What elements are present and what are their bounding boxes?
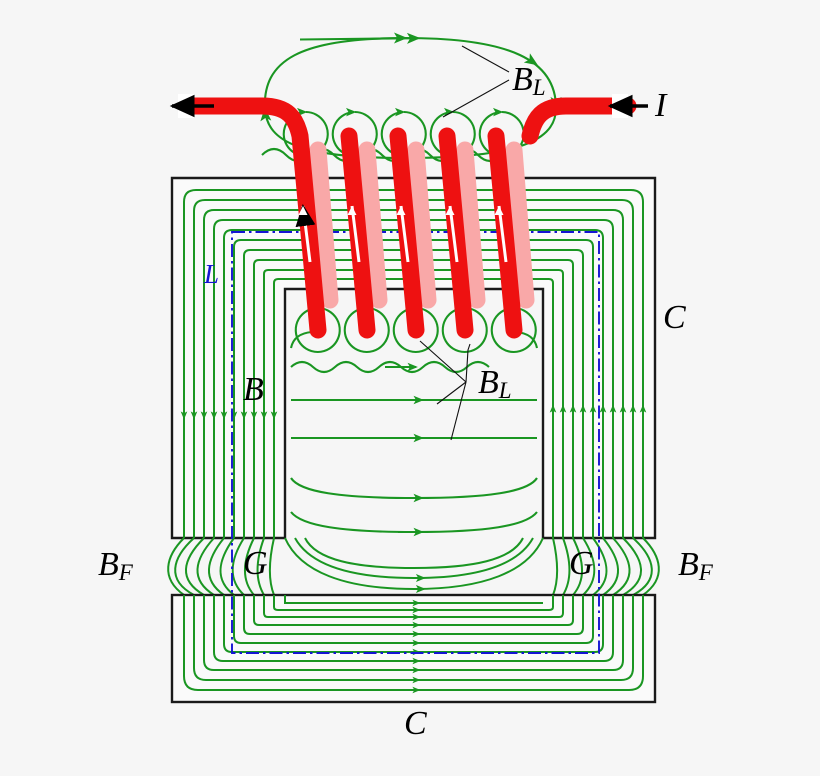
winding-lead-right <box>521 97 637 145</box>
label-flux-B: B <box>243 371 264 408</box>
bottom-turn-field-circles <box>294 303 537 354</box>
gap-flux-inner <box>284 537 544 594</box>
label-fringing-right: BF <box>678 546 714 585</box>
window-leakage-flux <box>289 330 539 537</box>
winding-turn-3 <box>389 127 425 339</box>
winding-turn-4 <box>438 127 474 339</box>
label-b-leakage-inner: BL <box>478 364 512 403</box>
leakage-outer-arrow-top <box>299 32 421 44</box>
label-core-right: C <box>663 299 686 336</box>
label-gap-right: G <box>569 545 594 582</box>
core-c-shape <box>170 176 657 540</box>
winding-conductor-group <box>183 97 637 339</box>
window-turn-circle-2 <box>343 303 390 354</box>
label-gap-left: G <box>243 545 268 582</box>
label-b-leakage-top: BL <box>512 61 546 100</box>
right-leg-flux-arrows <box>549 404 647 432</box>
fringing-flux-left <box>167 537 275 596</box>
label-current: I <box>654 87 668 124</box>
winding-shadow-group <box>309 141 535 309</box>
window-turn-circle-4 <box>441 303 488 354</box>
winding-current-highlights <box>295 204 508 263</box>
left-leg-flux-arrows <box>180 395 278 420</box>
fringing-flux-right <box>552 537 660 596</box>
leader-lines-top <box>442 45 510 118</box>
window-turn-circle-3 <box>392 303 439 354</box>
window-turn-circle-1 <box>294 303 341 354</box>
winding-lead-left-and-turn-1 <box>183 97 327 339</box>
window-wavy-line <box>290 360 490 374</box>
winding-turn-5 <box>487 127 523 339</box>
window-turn-circle-5 <box>490 303 537 354</box>
leader-lines-inner <box>419 340 471 441</box>
label-core-bottom: C <box>404 705 427 742</box>
label-loop-L: L <box>203 259 219 289</box>
bottom-bar-flux-arrows <box>400 599 421 694</box>
winding-turn-2 <box>340 127 376 339</box>
label-fringing-left: BF <box>98 546 134 585</box>
